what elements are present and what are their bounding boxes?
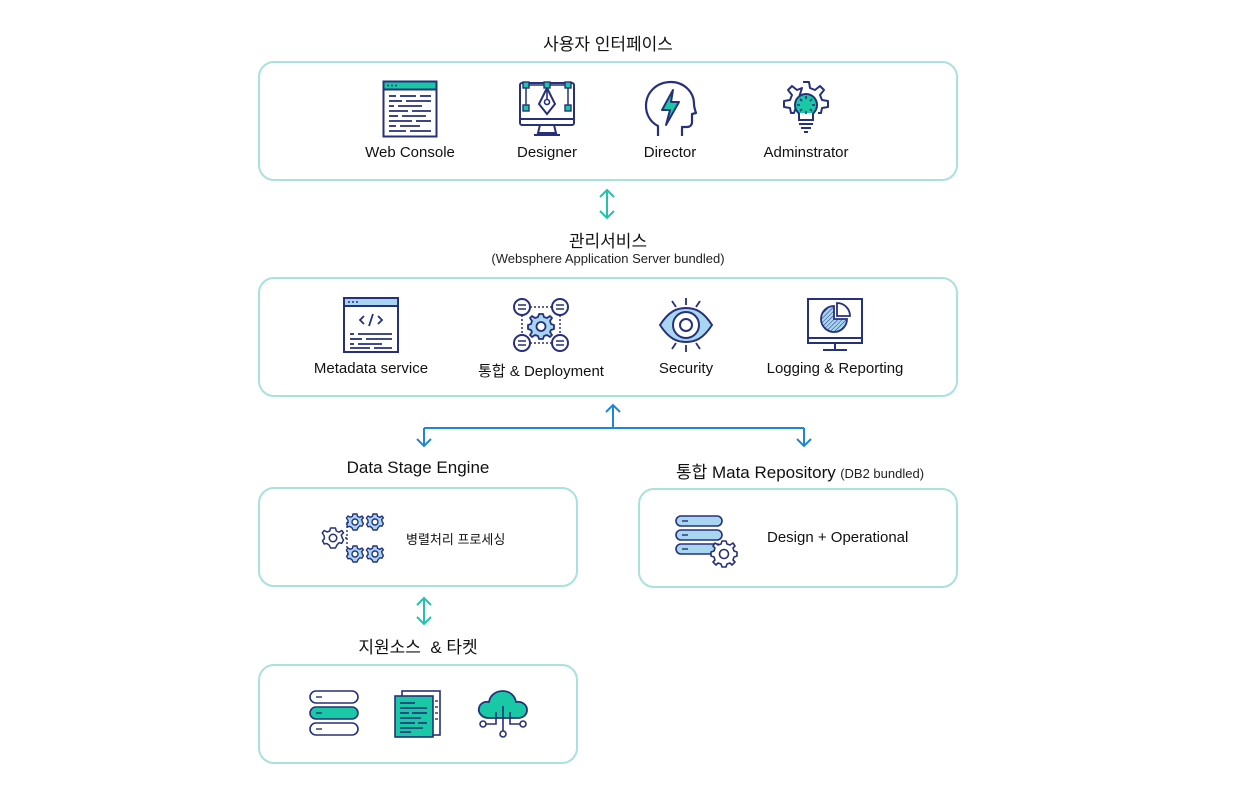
gears-tree-icon [321,513,385,563]
engine-title: Data Stage Engine [346,458,490,477]
logging-reporting-label: Logging & Reporting [766,360,904,377]
administrator-label: Adminstrator [763,144,849,161]
repository-title: 통합 Mata Repository [675,463,836,482]
repository-title-note: (DB2 bundled) [840,466,925,481]
director-label: Director [643,144,697,161]
user-interface-box [258,61,958,181]
integration-deployment-label: 통합 & Deployment [478,363,604,380]
metadata-service-label: Metadata service [313,360,429,377]
designer-item: Designer [487,80,607,161]
repository-label: Design + Operational [767,529,909,546]
security-label: Security [658,360,714,377]
pen-tool-icon [519,81,575,136]
web-console-item: Web Console [350,80,470,161]
gear-bulb-icon [783,81,829,133]
server-stack-icon [309,690,359,736]
repository-heading: 통합 Mata Repository (DB2 bundled) [640,458,960,483]
database-gear-icon [675,515,738,568]
management-title: 관리서비스 [568,232,648,251]
designer-label: Designer [516,144,578,161]
code-window-icon [343,297,399,353]
bidirectional-arrow-1 [599,188,615,220]
gear-network-icon [513,298,569,352]
engine-label: 병렬처리 프로세싱 [406,532,506,547]
integration-deployment-item: 통합 & Deployment [466,296,616,381]
logging-reporting-item: Logging & Reporting [760,296,910,377]
metadata-service-item: Metadata service [300,296,442,377]
management-subtitle: (Websphere Application Server bundled) [491,251,725,266]
branch-arrows [416,403,812,448]
security-item: Security [626,296,746,377]
web-console-icon [382,80,438,138]
eye-icon [658,298,714,352]
engine-box [258,487,578,587]
cloud-network-icon [477,690,528,738]
bidirectional-arrow-2 [416,596,432,626]
documents-icon [394,690,441,738]
director-item: Director [610,80,730,161]
monitor-pie-icon [807,298,863,351]
sources-title: 지원소스 & 타켓 [358,638,478,657]
head-lightning-icon [644,80,698,136]
administrator-item: Adminstrator [746,80,866,161]
web-console-label: Web Console [365,144,455,161]
user-interface-title: 사용자 인터페이스 [543,35,673,54]
